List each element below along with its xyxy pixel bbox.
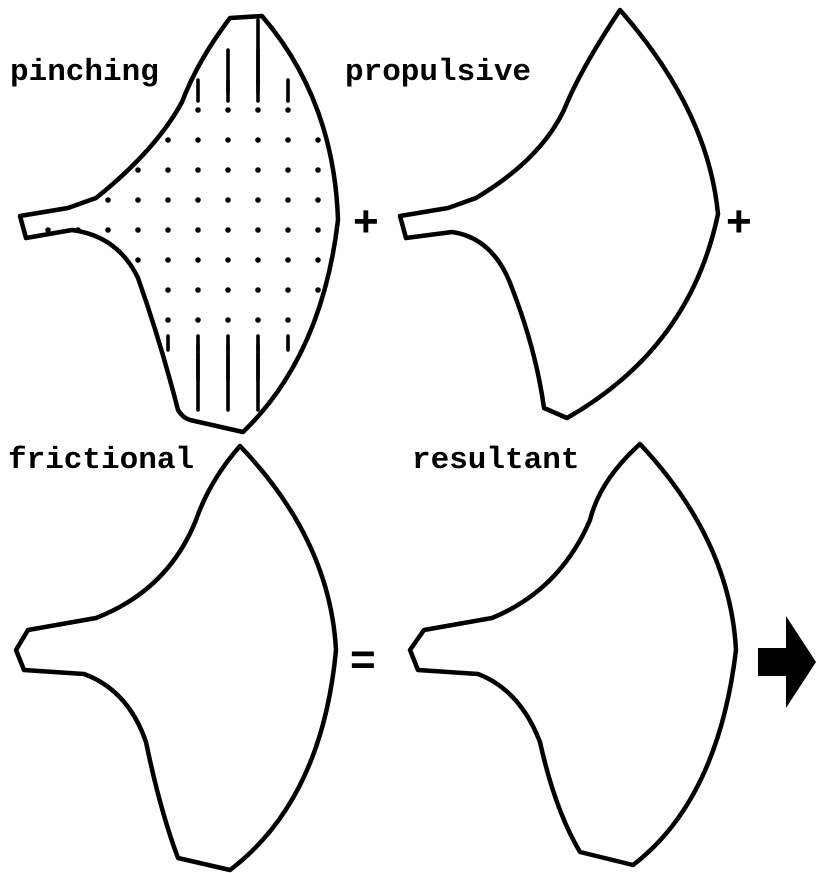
force-point <box>165 227 171 233</box>
force-point <box>165 287 171 293</box>
force-point <box>315 197 321 203</box>
force-point <box>255 257 261 263</box>
force-point <box>165 197 171 203</box>
plus-sign: + <box>353 197 379 246</box>
panel-frictional: frictional <box>8 443 336 870</box>
panel-propulsive: propulsive <box>345 10 718 418</box>
force-point <box>135 167 141 173</box>
force-point <box>285 197 291 203</box>
force-point <box>315 287 321 293</box>
panel-label: frictional <box>8 443 194 478</box>
force-point <box>285 107 291 113</box>
fin-outline <box>410 444 736 865</box>
force-point <box>285 257 291 263</box>
force-point <box>315 137 321 143</box>
force-point <box>105 227 111 233</box>
equals-sign: = <box>350 635 376 684</box>
force-point <box>195 317 201 323</box>
force-point <box>225 257 231 263</box>
force-point <box>195 107 201 113</box>
force-point <box>255 167 261 173</box>
force-point <box>195 227 201 233</box>
force-point <box>135 227 141 233</box>
force-point <box>255 227 261 233</box>
force-point <box>195 137 201 143</box>
force-point <box>135 197 141 203</box>
force-point <box>165 257 171 263</box>
force-point <box>165 137 171 143</box>
force-point <box>255 137 261 143</box>
force-point <box>195 287 201 293</box>
force-point <box>315 167 321 173</box>
force-point <box>75 227 81 233</box>
force-point <box>315 227 321 233</box>
force-point <box>105 197 111 203</box>
force-point <box>225 317 231 323</box>
force-point <box>255 317 261 323</box>
right-arrow-icon <box>758 616 816 708</box>
panel-label: propulsive <box>345 55 531 90</box>
force-point <box>165 167 171 173</box>
force-point <box>285 137 291 143</box>
force-point <box>165 317 171 323</box>
force-point <box>315 257 321 263</box>
force-point <box>225 167 231 173</box>
panel-label: pinching <box>10 55 159 90</box>
panel-pinching: pinching <box>10 16 338 432</box>
force-point <box>225 287 231 293</box>
force-point <box>135 257 141 263</box>
force-point <box>255 197 261 203</box>
force-point <box>255 287 261 293</box>
force-point <box>225 107 231 113</box>
force-point <box>285 287 291 293</box>
force-point <box>285 167 291 173</box>
force-point <box>225 197 231 203</box>
force-point <box>225 227 231 233</box>
force-point <box>285 317 291 323</box>
force-point <box>195 197 201 203</box>
force-point <box>255 107 261 113</box>
force-point <box>225 137 231 143</box>
panel-label: resultant <box>412 443 579 478</box>
force-point <box>45 227 51 233</box>
force-point <box>195 257 201 263</box>
panel-resultant: resultant <box>410 443 736 865</box>
force-point <box>285 227 291 233</box>
force-point <box>195 167 201 173</box>
plus-sign: + <box>726 197 752 246</box>
fin-outline <box>16 446 336 870</box>
